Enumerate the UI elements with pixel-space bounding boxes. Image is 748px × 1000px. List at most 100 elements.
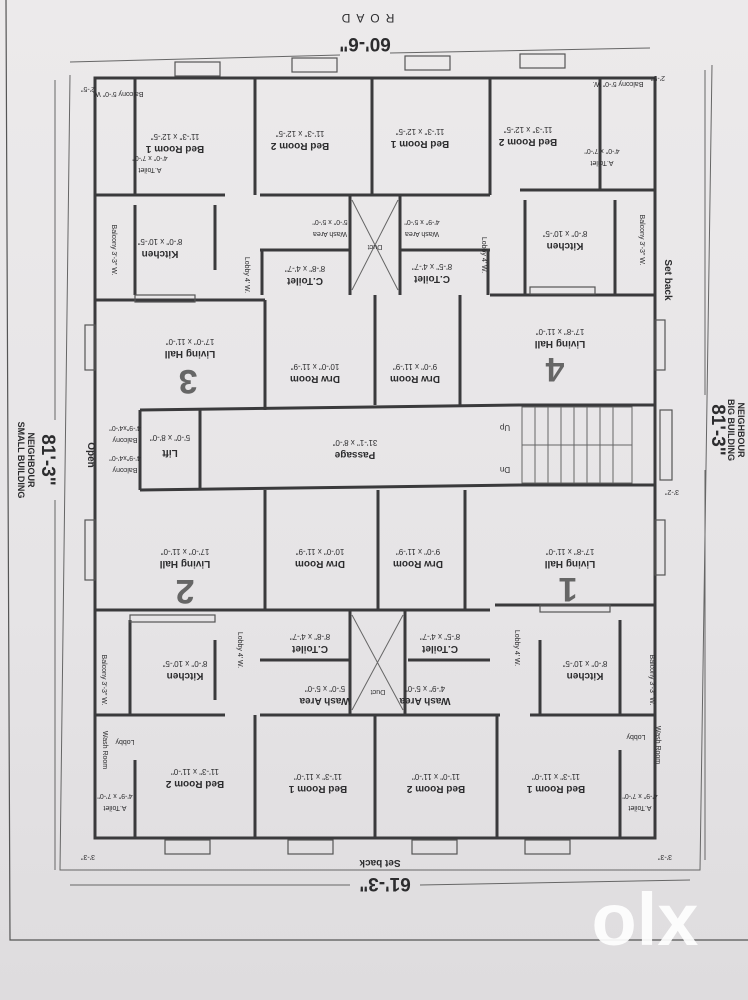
room-name: Balcony <box>112 466 137 473</box>
room-dimensions: 11'-3" x 11'-0" <box>294 772 342 781</box>
room-name: Drw Room <box>393 558 443 569</box>
room-dimensions: 17'-0" x 11'-0" <box>161 547 210 556</box>
room-dimensions: 5'-0" x 5'-0" <box>305 684 345 693</box>
room-name: Living Hall <box>159 558 210 569</box>
open-label: Open <box>85 442 96 468</box>
room-labels: Bed Room 1 11'-3" x 12'-5" Bed Room 2 11'-3… <box>97 125 658 811</box>
flat-number: 2 <box>176 572 195 610</box>
passage-label: Passage <box>334 449 375 460</box>
lobby-label: Lobby 4' W. <box>236 632 243 668</box>
flat-number: 1 <box>559 570 578 608</box>
balcony-label: Balcony 3'-3" W. <box>638 215 645 266</box>
balcony-label: Balcony 5'-0" W. <box>93 90 144 97</box>
room-name: Kitchen <box>567 670 604 681</box>
room-dimensions: 8'-8" x 4'-7" <box>290 632 330 641</box>
room-name: C.Toilet <box>286 275 323 286</box>
top-dimension: 60'-6" <box>339 33 391 54</box>
lobby-label: Lobby 4' W. <box>513 630 520 666</box>
lobby-label: Lobby <box>115 738 135 745</box>
room-dimensions: 17'-8" x 11'-0" <box>536 327 585 336</box>
room-name: Kitchen <box>547 240 584 251</box>
room-name: Kitchen <box>167 670 204 681</box>
room-name: A.Toilet <box>590 159 613 166</box>
dimension-note: 2'-5" <box>81 85 95 92</box>
room-dimensions: 8'-0" x 10'-5" <box>162 659 207 668</box>
staircase[interactable] <box>521 406 633 484</box>
room-name: A.Toilet <box>628 804 651 811</box>
lobby-label: Lobby 4' W. <box>243 257 250 293</box>
set-back-bottom: Set back <box>359 857 401 868</box>
neighbour-left-type: SMALL BUILDING <box>16 422 26 499</box>
duct-label: Duct <box>371 688 385 695</box>
room-name: Wash Area <box>399 695 450 706</box>
room-name: Balcony <box>112 436 137 443</box>
bottom-dimension: 61'-3" <box>359 873 411 894</box>
dimension-note: 2'-5" <box>651 74 665 81</box>
room-dimensions: 11'-0" x 11'-0" <box>412 772 460 781</box>
neighbour-right-type: BIG BUILDING <box>726 399 736 461</box>
plot-boundary <box>59 64 713 871</box>
balcony-label: Balcony 3'-3" W. <box>100 655 107 706</box>
room-dimensions: 17'-8" x 11'-0" <box>546 547 595 556</box>
road-label: ROAD <box>336 11 395 25</box>
wash-room-label: Wash Room <box>101 731 108 769</box>
set-back-right: Set back <box>662 259 673 301</box>
room-name: Bed Room 1 <box>145 143 204 154</box>
room-dimensions: 8'-5" x 4'-7" <box>412 262 452 271</box>
room-name: A.Toilet <box>138 166 161 173</box>
flat-number: 3 <box>179 362 198 400</box>
kitchen-counters <box>129 286 611 623</box>
room-dimensions: 4'-9" x 5'-0" <box>404 218 440 225</box>
lobby-label: Lobby <box>626 733 646 740</box>
room-name: Bed Room 1 <box>390 138 449 149</box>
room-dimensions: 11'-3" x 11'-0" <box>171 767 219 776</box>
room-name: Wash Area <box>299 695 350 706</box>
room-name: Wash Area <box>313 230 347 237</box>
passage-dims: 31'-1" x 8'-0" <box>332 438 377 447</box>
duct-cross <box>351 199 404 711</box>
wash-room-label: Wash Room <box>654 726 661 764</box>
stairs-up-label: Up <box>499 423 510 432</box>
room-name: Kitchen <box>142 248 179 259</box>
room-name: Bed Room 2 <box>270 140 329 151</box>
dimension-lines <box>54 47 706 886</box>
room-dimensions: 4'-0" x 7'-0" <box>584 147 620 154</box>
room-dimensions: 11'-3" x 12'-5" <box>396 127 445 136</box>
room-dimensions: 4'-9" x 7'-0" <box>622 792 658 799</box>
room-name: Living Hall <box>534 338 585 349</box>
room-name: Drw Room <box>295 558 345 569</box>
room-name: Living Hall <box>164 348 215 359</box>
room-dimensions: 4'-0" x 7'-0" <box>132 154 168 161</box>
room-name: Living Hall <box>544 558 595 569</box>
room-dimensions: 8'-0" x 10'-5" <box>542 229 587 238</box>
room-dimensions: 4'-9" x 5'-0" <box>405 684 445 693</box>
room-dimensions: 4'-9"x4'-0" <box>109 454 141 461</box>
room-dimensions: 9'-0" x 11'-9" <box>396 547 440 556</box>
room-dimensions: 11'-3" x 12'-5" <box>504 125 553 134</box>
room-dimensions: 10'-0" x 11'-9" <box>291 362 340 371</box>
room-dimensions: 8'-0" x 10'-5" <box>562 659 607 668</box>
room-dimensions: 11'-3" x 11'-0" <box>532 772 580 781</box>
lift-label: Lift <box>162 447 178 458</box>
room-dimensions: 4'-9"x4'-0" <box>109 424 141 431</box>
room-dimensions: 10'-0" x 11'-9" <box>296 547 345 556</box>
room-dimensions: 5'-0" x 5'-0" <box>312 218 348 225</box>
duct-label: Duct <box>368 243 382 250</box>
room-name: A.Toilet <box>103 804 126 811</box>
neighbour-right: NEIGHBOUR <box>736 402 746 458</box>
flat-number: 4 <box>545 350 564 388</box>
room-name: Bed Room 2 <box>498 136 557 147</box>
room-name: Drw Room <box>390 373 440 384</box>
room-name: C.Toilet <box>291 643 328 654</box>
room-name: Bed Room 1 <box>526 783 585 794</box>
left-dimension: 81'-3" <box>37 434 58 486</box>
lift-dims: 5'-0" x 8'-0" <box>150 433 190 442</box>
room-name: C.Toilet <box>421 643 458 654</box>
neighbour-left: NEIGHBOUR <box>26 432 36 488</box>
balcony-label: Balcony 3'-3" W. <box>648 655 655 706</box>
room-dimensions: 11'-3" x 12'-5" <box>276 129 325 138</box>
room-dimensions: 17'-0" x 11'-0" <box>166 337 215 346</box>
room-dimensions: 8'-5" x 4'-7" <box>420 632 460 641</box>
